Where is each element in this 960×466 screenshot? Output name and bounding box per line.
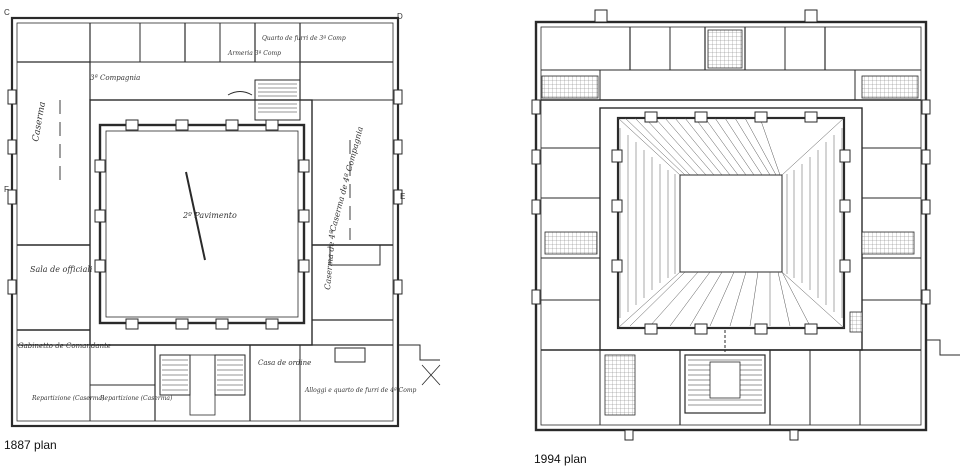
label-caserma-left: Caserma xyxy=(31,101,48,143)
courtyard-1994 xyxy=(616,116,846,330)
plan-1994-panel: 1994 plan xyxy=(520,0,960,466)
outer-wall-1994 xyxy=(534,20,928,432)
corner-mark-e: E xyxy=(400,192,406,201)
tiled-rooms xyxy=(541,29,919,416)
label-repartizione-2: Repartizione (Caserma) xyxy=(99,395,173,402)
roof-hatch xyxy=(617,117,845,329)
label-armeria: Armeria 3ª Comp xyxy=(227,50,281,57)
caption-1994: 1994 plan xyxy=(534,452,587,466)
main-staircase xyxy=(684,330,766,414)
plan-1887-drawing: Caserma 3ª Compagnia 2º Pavimento Quarto… xyxy=(7,16,441,428)
label-quarto: Quarto de furri de 3ª Comp xyxy=(262,35,346,42)
caption-1887: 1887 plan xyxy=(4,438,57,452)
corner-mark-f: F xyxy=(4,185,9,194)
label-gabinetto: Gabinetto de Comandante xyxy=(18,342,111,350)
label-caserma-right: Caserma de 4ª Compagnia xyxy=(328,125,365,232)
label-sala-officiali: Sala de officiali xyxy=(30,265,93,274)
plan-1994-drawing xyxy=(531,9,960,441)
outer-wall-1887 xyxy=(10,16,400,428)
courtyard-1887 xyxy=(98,123,306,325)
label-caserma-lower-right: Caserma de 4ª xyxy=(323,230,337,290)
label-repartizione: Repartizione (Caserma) xyxy=(31,395,105,402)
label-alloggio: Alloggi e quarto de furri de 4ª Comp xyxy=(304,387,417,394)
plan-1887-panel: Caserma 3ª Compagnia 2º Pavimento Quarto… xyxy=(0,0,450,466)
label-third-company: 3ª Compagnia xyxy=(90,74,140,82)
label-court: 2º Pavimento xyxy=(182,211,237,220)
label-casa-ordine: Casa de ordine xyxy=(258,359,311,367)
corner-mark-d: D xyxy=(397,12,403,21)
corner-mark-c: C xyxy=(4,8,10,17)
